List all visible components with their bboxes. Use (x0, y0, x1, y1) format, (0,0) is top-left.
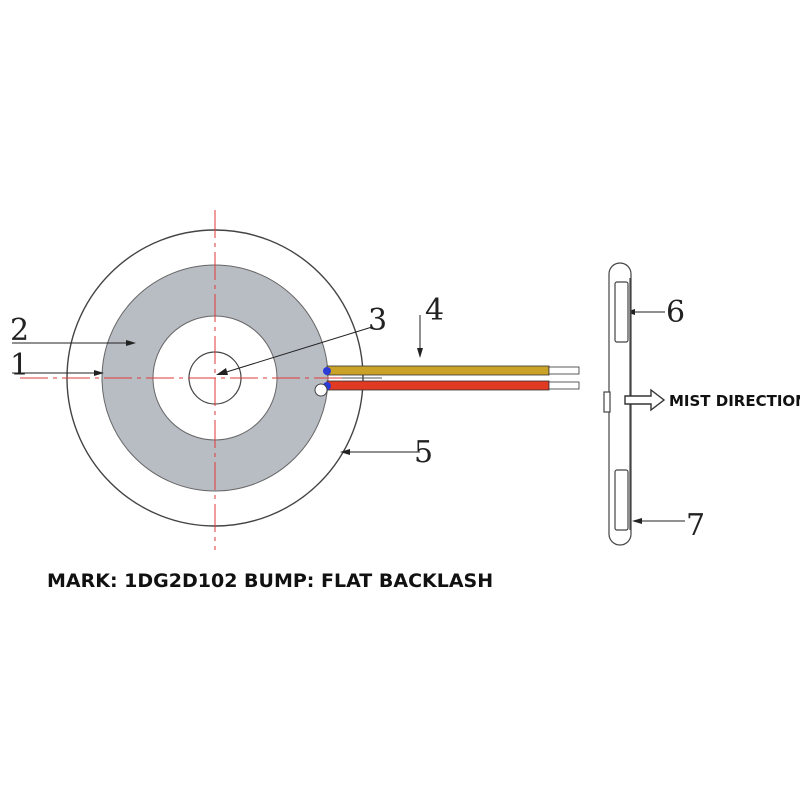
red-wire (326, 380, 550, 391)
side-lower-electrode (614, 469, 629, 531)
yellow-wire (326, 365, 550, 376)
callout-6: 6 (666, 295, 685, 330)
mist-direction-arrow-icon (624, 388, 666, 412)
callout-2: 2 (10, 313, 29, 348)
side-upper-electrode (614, 281, 629, 343)
front-view (20, 210, 364, 550)
side-view (603, 262, 632, 546)
red-wire-tip (548, 381, 580, 390)
side-bump (603, 391, 611, 413)
callout-1: 1 (10, 348, 29, 383)
lead-wires (314, 365, 580, 397)
solder-pad (314, 383, 328, 397)
mist-direction-label: MIST DIRECTION (669, 392, 800, 410)
solder-point-top (323, 367, 331, 375)
mist-arrow: MIST DIRECTION (624, 388, 800, 412)
callout-5: 5 (414, 435, 433, 470)
callout-3: 3 (368, 303, 387, 338)
center-lines (20, 210, 360, 550)
mark-caption: MARK: 1DG2D102 BUMP: FLAT BACKLASH (47, 570, 493, 592)
callout-7: 7 (686, 508, 705, 543)
callout-4: 4 (425, 293, 444, 328)
yellow-wire-tip (548, 366, 580, 375)
